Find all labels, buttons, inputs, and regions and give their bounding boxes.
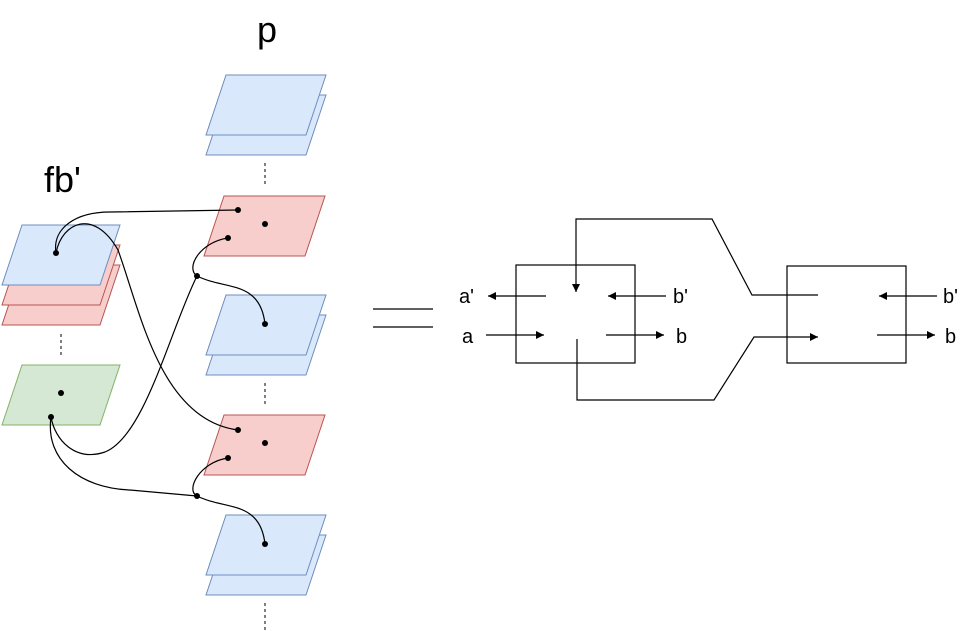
label-b-prime-left: b'	[673, 286, 688, 308]
equals-sign	[373, 308, 433, 328]
label-b-right: b	[945, 326, 956, 348]
label-b-left: b	[676, 326, 687, 348]
connection-dots	[48, 207, 268, 547]
p-blue-sheet-2	[205, 294, 327, 376]
port-arrows	[486, 292, 937, 339]
feedback-wires	[572, 218, 818, 401]
right-box	[786, 265, 907, 364]
label-b-prime-right: b'	[943, 286, 958, 308]
fb-title: fb'	[44, 159, 81, 200]
p-blue-sheet-3	[205, 514, 327, 596]
fb-layer-stack	[1, 224, 121, 326]
fb-top-sheet	[1, 224, 121, 286]
string-diagram-wires	[49, 209, 266, 545]
p-blue-sheet-1	[205, 74, 327, 156]
p-title: p	[257, 9, 277, 50]
label-a-prime: a'	[459, 286, 474, 308]
label-a: a	[462, 326, 474, 348]
